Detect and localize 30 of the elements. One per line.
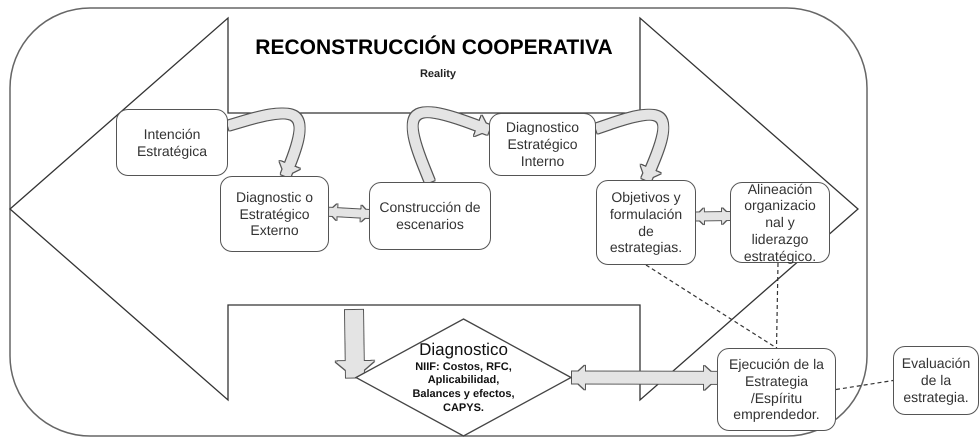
- process-box: [116, 109, 228, 176]
- node-text: NIIF: Costos, RFC, Aplicabilidad, Balances y efectos, CAPYS.: [411, 360, 516, 416]
- node-text: Evaluación de la estrategia.: [900, 355, 972, 406]
- block-arrow: [335, 310, 374, 378]
- title: RECONSTRUCCIÓN COOPERATIVA: [254, 36, 614, 60]
- process-box: [730, 182, 830, 263]
- process-box: [717, 348, 836, 431]
- node-text: Construcción de escenarios: [378, 199, 482, 233]
- decision-diamond: [355, 318, 572, 437]
- node-text: Diagnostic o Estratégico Externo: [234, 188, 314, 240]
- process-box: [220, 176, 329, 252]
- dashed-connector: [836, 380, 894, 390]
- process-box: [489, 113, 596, 176]
- node-heading: Diagnostico: [419, 339, 508, 361]
- curved-block-arrow: [594, 110, 668, 182]
- curved-block-arrow: [226, 108, 305, 178]
- curved-block-arrow: [408, 107, 491, 184]
- node-text: Ejecución de la Estrategia /Espíritu emprendedor.: [728, 356, 825, 424]
- process-box: [596, 180, 696, 265]
- block-arrow: [696, 208, 730, 224]
- node-text: Objetivos y formulación de estrategias.: [608, 188, 684, 256]
- block-arrow: [328, 204, 370, 222]
- process-box: [893, 346, 979, 415]
- subtitle: Reality: [418, 68, 458, 80]
- node-text: Alineación organizacio nal y liderazgo estratégico.: [742, 180, 818, 264]
- block-arrow: [572, 366, 718, 390]
- node-text: Diagnostico Estratégico Interno: [504, 119, 580, 170]
- node-text: Intención Estratégica: [136, 126, 208, 160]
- process-box: [369, 182, 491, 250]
- dashed-connector: [776, 262, 779, 348]
